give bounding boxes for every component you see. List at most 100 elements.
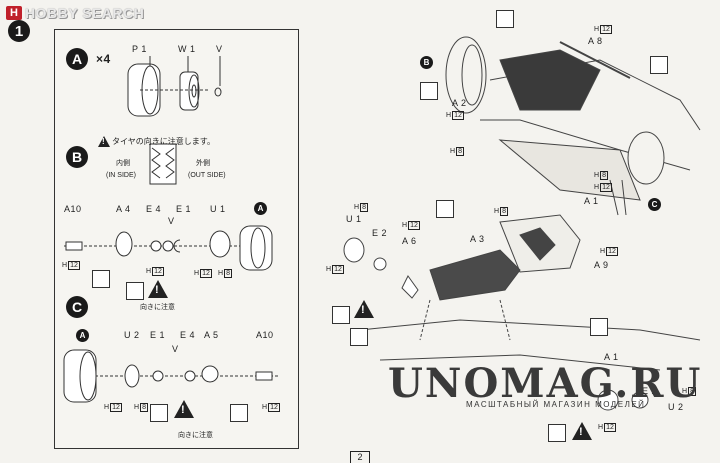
step-number: 1	[8, 20, 30, 42]
h-value: 12	[606, 247, 618, 256]
h-value: 12	[68, 261, 80, 270]
h-label: H	[682, 388, 688, 395]
h-value: 8	[140, 403, 148, 412]
watermark: UNOMAG.RU	[388, 360, 703, 407]
part-label-a1: A 1	[604, 352, 619, 362]
part-label-e4: E 4	[180, 330, 196, 340]
inner-side-jp: 内側	[116, 160, 130, 167]
cement-tool-icon	[150, 404, 168, 422]
h-label: H	[402, 222, 408, 229]
warning-icon	[174, 400, 194, 418]
h-value: 12	[268, 403, 280, 412]
part-label-a9: A 9	[594, 260, 609, 270]
h-label: H	[326, 266, 332, 273]
cement-tool-icon	[332, 306, 350, 324]
h-value: 12	[200, 269, 212, 278]
part-label-v: V	[168, 216, 175, 226]
tire-direction-caution: タイヤの向きに注意します。	[98, 136, 215, 147]
h-value: 12	[604, 423, 616, 432]
part-label-e2: E 2	[642, 386, 658, 396]
cement-tool-icon	[350, 328, 368, 346]
part-label-u2: U 2	[668, 402, 684, 412]
h-label: H	[134, 404, 140, 411]
tread-diagram	[149, 143, 177, 185]
part-label-u1: U 1	[346, 214, 362, 224]
cement-tool-icon	[420, 82, 438, 100]
warning-icon	[98, 136, 110, 147]
part-label-a10: A10	[64, 204, 82, 214]
part-label-v: V	[172, 344, 179, 354]
part-label-a10: A10	[256, 330, 274, 340]
ref-a-badge: A	[254, 202, 267, 215]
warning-icon	[148, 280, 168, 298]
h-label: H	[218, 270, 224, 277]
part-label-a4: A 4	[116, 204, 131, 214]
h-label: H	[494, 208, 500, 215]
part-label-e1: E 1	[176, 204, 192, 214]
outer-side-jp: 外側	[196, 160, 210, 167]
part-label-a6: A 6	[402, 236, 417, 246]
hub-cap-drawing	[214, 87, 222, 97]
rear-hub-assembly	[63, 349, 280, 403]
ref-c-badge: C	[648, 198, 661, 211]
part-label-a8: A 8	[588, 36, 603, 46]
part-label-e1: E 1	[150, 330, 166, 340]
part-label-u1: U 1	[210, 204, 226, 214]
h-label: H	[262, 404, 268, 411]
chassis-front-drawing	[343, 214, 701, 411]
h-value: 8	[360, 203, 368, 212]
orientation-note: 向きに注意	[140, 304, 175, 311]
part-label-e2: E 2	[372, 228, 388, 238]
cement-tool-icon	[436, 200, 454, 218]
site-brand[interactable]: HOBBY SEARCH	[25, 5, 145, 21]
h-value: 12	[152, 267, 164, 276]
h-value: 8	[224, 269, 232, 278]
h-label: H	[450, 148, 456, 155]
cement-tool-icon	[230, 404, 248, 422]
h-value: 8	[500, 207, 508, 216]
h-value: 8	[456, 147, 464, 156]
wheel-drawing	[179, 71, 200, 111]
section-a-badge: A	[66, 48, 88, 70]
h-value: 12	[452, 111, 464, 120]
cement-tool-icon	[496, 10, 514, 28]
h-label: H	[194, 270, 200, 277]
h-label: H	[594, 184, 600, 191]
h-value: 8	[600, 171, 608, 180]
h-value: 12	[600, 25, 612, 34]
warning-icon	[572, 422, 592, 440]
cement-tool-icon	[126, 282, 144, 300]
part-label-w1: W 1	[178, 44, 196, 54]
h-value: 12	[600, 183, 612, 192]
h-label: H	[62, 262, 68, 269]
part-label-v: V	[216, 44, 223, 54]
h-label: H	[146, 268, 152, 275]
h-label: H	[354, 204, 360, 211]
h-value: 8	[688, 387, 696, 396]
part-label-a5: A 5	[204, 330, 219, 340]
front-hub-assembly	[64, 225, 273, 271]
cement-tool-icon	[650, 56, 668, 74]
part-label-a1: A 1	[584, 196, 599, 206]
watermark-subtitle: МАСШТАБНЫЙ МАГАЗИН МОДЕЛЕЙ	[466, 400, 646, 409]
part-label-e4: E 4	[146, 204, 162, 214]
site-header: H HOBBY SEARCH	[6, 4, 144, 22]
h-value: 12	[408, 221, 420, 230]
page-number: 2	[350, 451, 370, 463]
